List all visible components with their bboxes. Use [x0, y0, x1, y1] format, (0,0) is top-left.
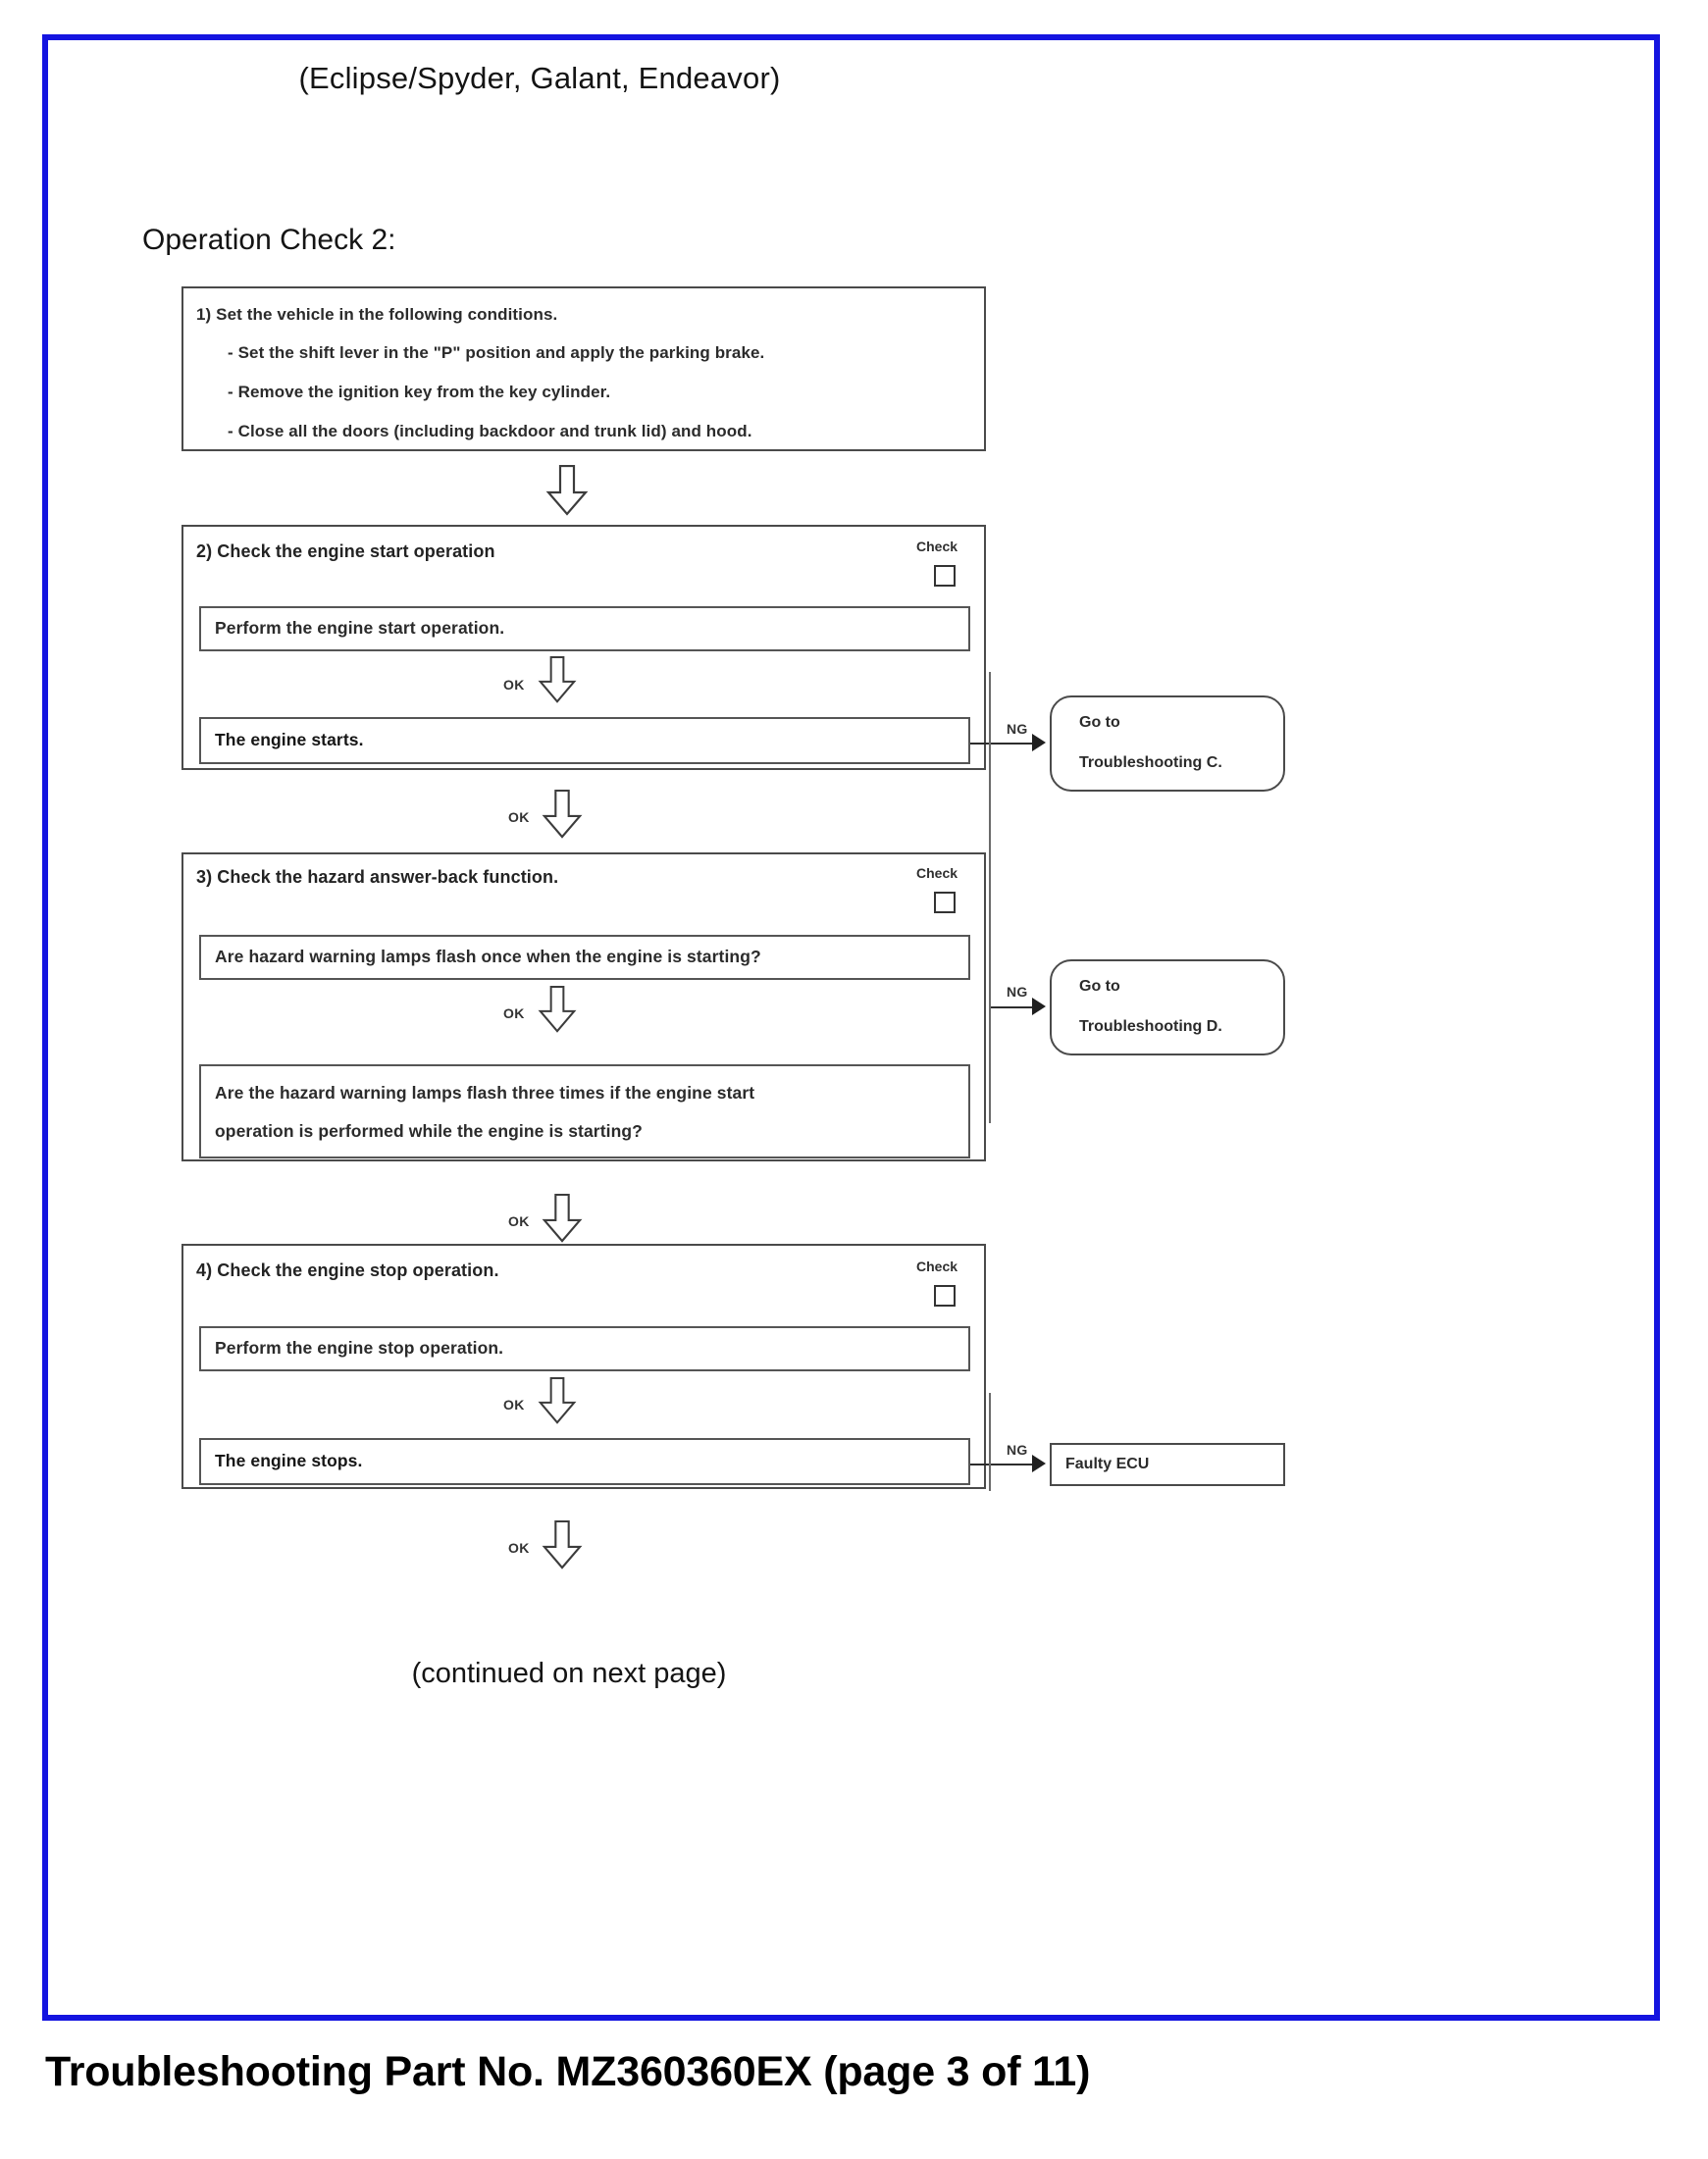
step-4-checkbox[interactable] — [934, 1285, 956, 1307]
footer-caption: Troubleshooting Part No. MZ360360EX (pag… — [45, 2048, 1091, 2095]
step-2-action-text: Perform the engine start operation. — [215, 618, 505, 639]
step-4-ng-arrowhead — [1032, 1455, 1046, 1472]
step-4-exit-ok-label: OK — [508, 1540, 530, 1556]
arrow-step4-to-continued — [542, 1520, 583, 1569]
flow-rail-lower — [989, 1393, 991, 1491]
step-3-question-1-text: Are hazard warning lamps flash once when… — [215, 947, 761, 967]
step-4-ng-line — [970, 1464, 1041, 1465]
step-4-result-text: The engine stops. — [215, 1451, 363, 1471]
step-3-question-2-line1: Are the hazard warning lamps flash three… — [215, 1083, 755, 1103]
step-2-action-box: Perform the engine start operation. — [199, 606, 970, 651]
model-header: (Eclipse/Spyder, Galant, Endeavor) — [298, 61, 781, 95]
step-4-check-label: Check — [916, 1259, 958, 1274]
flow-rail-middle — [989, 917, 991, 1123]
arrow-step4-action-to-result — [538, 1377, 577, 1424]
step-2-ok-label: OK — [503, 677, 525, 693]
step-4-ng-label: NG — [1007, 1442, 1028, 1458]
step-1-box — [181, 286, 986, 451]
step-2-result-box: The engine starts. — [199, 717, 970, 764]
step-3-question-1-box: Are hazard warning lamps flash once when… — [199, 935, 970, 980]
step-2-ng-target-line2: Troubleshooting C. — [1079, 754, 1222, 771]
step-2-exit-ok-label: OK — [508, 809, 530, 825]
step-3-question-2-line2: operation is performed while the engine … — [215, 1121, 643, 1142]
step-3-ok-label: OK — [503, 1005, 525, 1021]
step-4-result-box: The engine stops. — [199, 1438, 970, 1485]
step-2-check-label: Check — [916, 539, 958, 554]
arrow-step2-to-step3 — [542, 790, 583, 839]
step-3-ng-arrowhead — [1032, 998, 1046, 1015]
step-3-question-2-box: Are the hazard warning lamps flash three… — [199, 1064, 970, 1158]
step-4-action-text: Perform the engine stop operation. — [215, 1338, 504, 1359]
step-3-ng-line — [990, 1006, 1041, 1008]
step-2-title: 2) Check the engine start operation — [196, 541, 495, 561]
step-1-title: 1) Set the vehicle in the following cond… — [196, 305, 558, 324]
step-3-ng-target-line1: Go to — [1079, 978, 1120, 995]
step-2-ng-target-box — [1050, 695, 1285, 792]
step-2-result-text: The engine starts. — [215, 730, 364, 750]
step-2-ng-target-line1: Go to — [1079, 714, 1120, 731]
step-3-checkbox[interactable] — [934, 892, 956, 913]
step-4-ng-target-box: Faulty ECU — [1050, 1443, 1285, 1486]
step-2-checkbox[interactable] — [934, 565, 956, 587]
arrow-step3-to-step4 — [542, 1194, 583, 1243]
step-1-condition-2: - Remove the ignition key from the key c… — [228, 383, 611, 401]
step-3-ng-target-box — [1050, 959, 1285, 1055]
step-3-ng-label: NG — [1007, 984, 1028, 1000]
step-3-check-label: Check — [916, 865, 958, 881]
step-4-ok-label: OK — [503, 1397, 525, 1413]
step-4-title: 4) Check the engine stop operation. — [196, 1260, 499, 1280]
step-3-title: 3) Check the hazard answer-back function… — [196, 867, 559, 887]
continued-on-next-page-note: (continued on next page) — [411, 1658, 727, 1689]
step-3-exit-ok-label: OK — [508, 1213, 530, 1229]
arrow-step3-q1-to-q2 — [538, 986, 577, 1033]
flow-rail-upper — [989, 672, 991, 917]
step-2-ng-line — [970, 743, 1041, 745]
step-2-ng-arrowhead — [1032, 734, 1046, 751]
step-4-action-box: Perform the engine stop operation. — [199, 1326, 970, 1371]
arrow-step2-action-to-result — [538, 656, 577, 703]
arrow-step1-to-step2 — [545, 465, 589, 516]
page-title: Operation Check 2: — [142, 224, 396, 256]
step-3-ng-target-line2: Troubleshooting D. — [1079, 1018, 1222, 1035]
step-2-ng-label: NG — [1007, 721, 1028, 737]
step-1-condition-1: - Set the shift lever in the "P" positio… — [228, 343, 765, 362]
step-1-condition-3: - Close all the doors (including backdoo… — [228, 422, 752, 440]
step-4-ng-target-text: Faulty ECU — [1065, 1456, 1150, 1472]
